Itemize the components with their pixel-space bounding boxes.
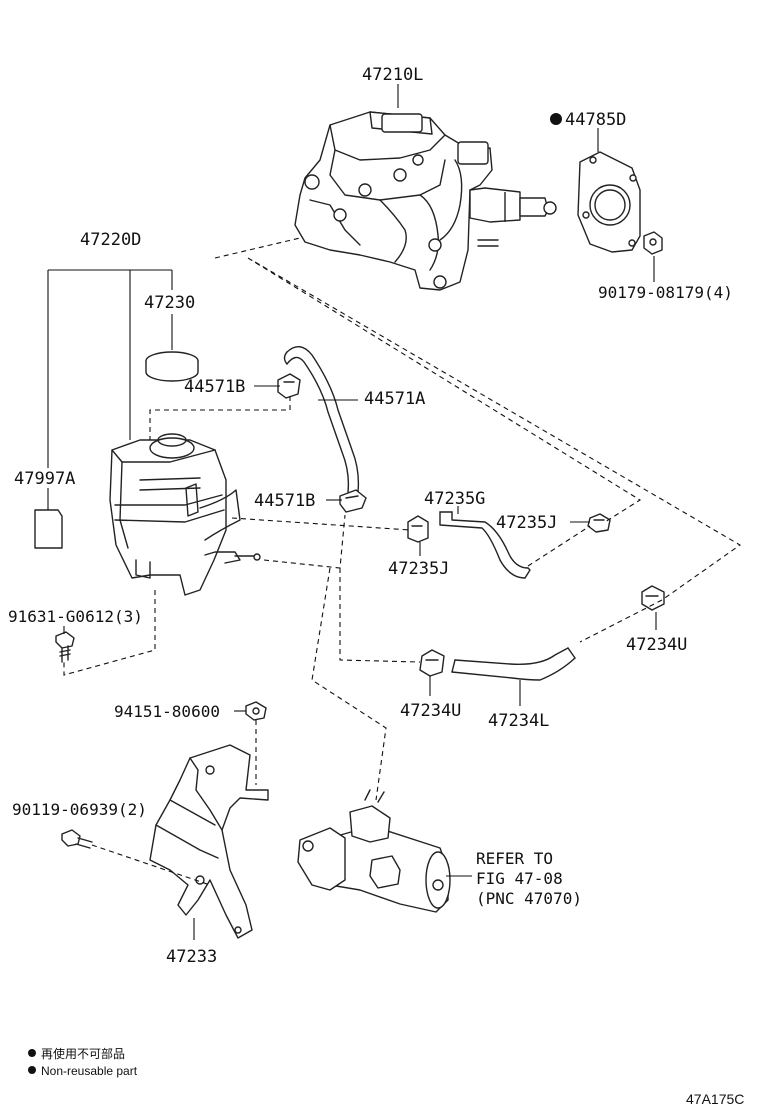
label-44785D: 44785D bbox=[565, 110, 626, 130]
bolt-91631 bbox=[55, 631, 75, 663]
brake-booster-assembly bbox=[294, 111, 557, 291]
figure-code: 47A175C bbox=[686, 1091, 744, 1107]
label-47230: 47230 bbox=[144, 293, 195, 313]
flange-nut-part bbox=[643, 231, 663, 255]
label-47234L: 47234L bbox=[488, 711, 549, 731]
label-47234U-right: 47234U bbox=[626, 635, 687, 655]
hose-47234l bbox=[451, 647, 576, 681]
label-91631-G0612: 91631-G0612(3) bbox=[8, 607, 143, 626]
legend-dot-icon-jp bbox=[28, 1049, 36, 1057]
hose-44571a bbox=[283, 346, 360, 493]
clip-44571b-top bbox=[277, 373, 301, 399]
gasket-part bbox=[577, 151, 641, 253]
clip-44571b-mid bbox=[339, 489, 367, 513]
refer-note-line2: FIG 47-08 bbox=[476, 869, 563, 888]
legend-dot-icon-en bbox=[28, 1066, 36, 1074]
dashed-reference-lines bbox=[63, 237, 742, 886]
legend-text-en: Non-reusable part bbox=[41, 1064, 138, 1078]
refer-note-line1: REFER TO bbox=[476, 849, 553, 868]
label-47235G: 47235G bbox=[424, 489, 485, 509]
caution-label-plate bbox=[34, 509, 63, 549]
label-94151-80600: 94151-80600 bbox=[114, 702, 220, 721]
label-90119-06939: 90119-06939(2) bbox=[12, 800, 147, 819]
reservoir-tank bbox=[109, 433, 261, 596]
nut-94151 bbox=[245, 701, 267, 721]
label-47233: 47233 bbox=[166, 947, 217, 967]
reservoir-cap bbox=[145, 351, 199, 382]
label-47220D: 47220D bbox=[80, 230, 141, 250]
label-44571A: 44571A bbox=[364, 389, 425, 409]
clip-47234u-right bbox=[641, 585, 665, 611]
clip-47235j-left bbox=[407, 515, 429, 543]
bolt-90119 bbox=[61, 829, 93, 849]
label-44571B-mid: 44571B bbox=[254, 491, 315, 511]
legend: 再使用不可部品 Non-reusable part bbox=[28, 1046, 138, 1078]
label-47210L: 47210L bbox=[362, 65, 423, 85]
refer-note-line3: (PNC 47070) bbox=[476, 889, 582, 908]
bracket-47233 bbox=[149, 744, 269, 939]
hose-47235g bbox=[439, 511, 531, 579]
label-90179-08179: 90179-08179(4) bbox=[598, 283, 733, 302]
label-47234U-left: 47234U bbox=[400, 701, 461, 721]
label-47235J-right: 47235J bbox=[496, 513, 557, 533]
non-reusable-dot-icon bbox=[550, 113, 562, 125]
part-labels: 47210L 44785D 90179-08179(4) 47220D 4723… bbox=[8, 65, 733, 967]
legend-text-jp: 再使用不可部品 bbox=[41, 1046, 125, 1061]
clip-47234u-left bbox=[419, 649, 445, 677]
clip-47235j-right bbox=[587, 513, 611, 533]
pump-motor-assembly bbox=[297, 789, 451, 913]
label-47997A: 47997A bbox=[14, 469, 75, 489]
label-44571B-top: 44571B bbox=[184, 377, 245, 397]
label-47235J-left: 47235J bbox=[388, 559, 449, 579]
leader-lines bbox=[47, 84, 657, 940]
